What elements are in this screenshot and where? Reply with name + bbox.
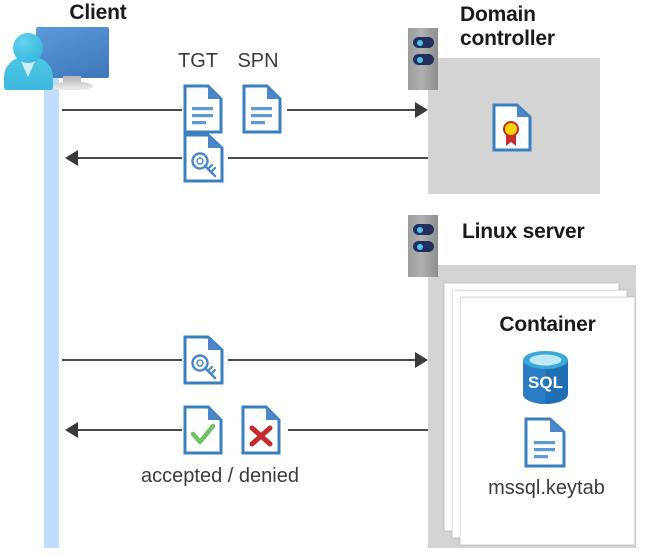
linux-server-title: Linux server	[462, 220, 585, 243]
arrow-client-to-dc-head	[415, 102, 428, 118]
client-lifeline	[44, 72, 59, 548]
arrow-dc-to-client-right-segment	[228, 157, 428, 159]
arrow-linux-to-client-head	[65, 422, 78, 438]
sql-database-icon: SQL	[519, 348, 572, 406]
denied-document-icon	[241, 405, 282, 455]
domain-controller-title-line2: controller	[460, 27, 555, 50]
arrow-dc-to-client-head	[65, 150, 78, 166]
arrow-linux-to-client-left-segment	[78, 429, 182, 431]
monitor-neck-icon	[63, 76, 81, 87]
spn-label: SPN	[237, 50, 279, 72]
monitor-base-icon	[52, 82, 93, 90]
domain-controller-title-line1: Domain	[460, 3, 536, 26]
container-title: Container	[499, 313, 596, 336]
keytab-document-icon	[524, 417, 566, 468]
arrow-dc-to-client-left-segment	[78, 157, 182, 159]
arrow-client-to-linux-left-segment	[62, 359, 182, 361]
arrow-client-to-dc-right-segment	[287, 109, 417, 111]
request-key-document-icon	[183, 335, 225, 385]
client-title: Client	[69, 1, 127, 24]
arrow-client-to-dc-left-segment	[62, 109, 182, 111]
svg-text:SQL: SQL	[528, 373, 563, 392]
person-head-icon	[13, 33, 43, 63]
domain-controller-rack-icon	[408, 28, 438, 90]
tgt-label: TGT	[178, 50, 218, 72]
linux-server-rack-icon	[408, 215, 438, 277]
keytab-label: mssql.keytab	[488, 477, 605, 499]
spn-document-icon	[242, 84, 282, 134]
ticket-key-document-icon	[183, 133, 225, 183]
tgt-document-icon	[183, 84, 223, 134]
arrow-client-to-linux-head	[415, 352, 428, 368]
arrow-client-to-linux-right-segment	[228, 359, 417, 361]
certificate-document-icon	[492, 103, 532, 152]
result-label: accepted / denied	[141, 465, 299, 487]
client-icon	[0, 0, 120, 95]
accepted-document-icon	[183, 405, 224, 455]
arrow-linux-to-client-right-segment	[288, 429, 428, 431]
